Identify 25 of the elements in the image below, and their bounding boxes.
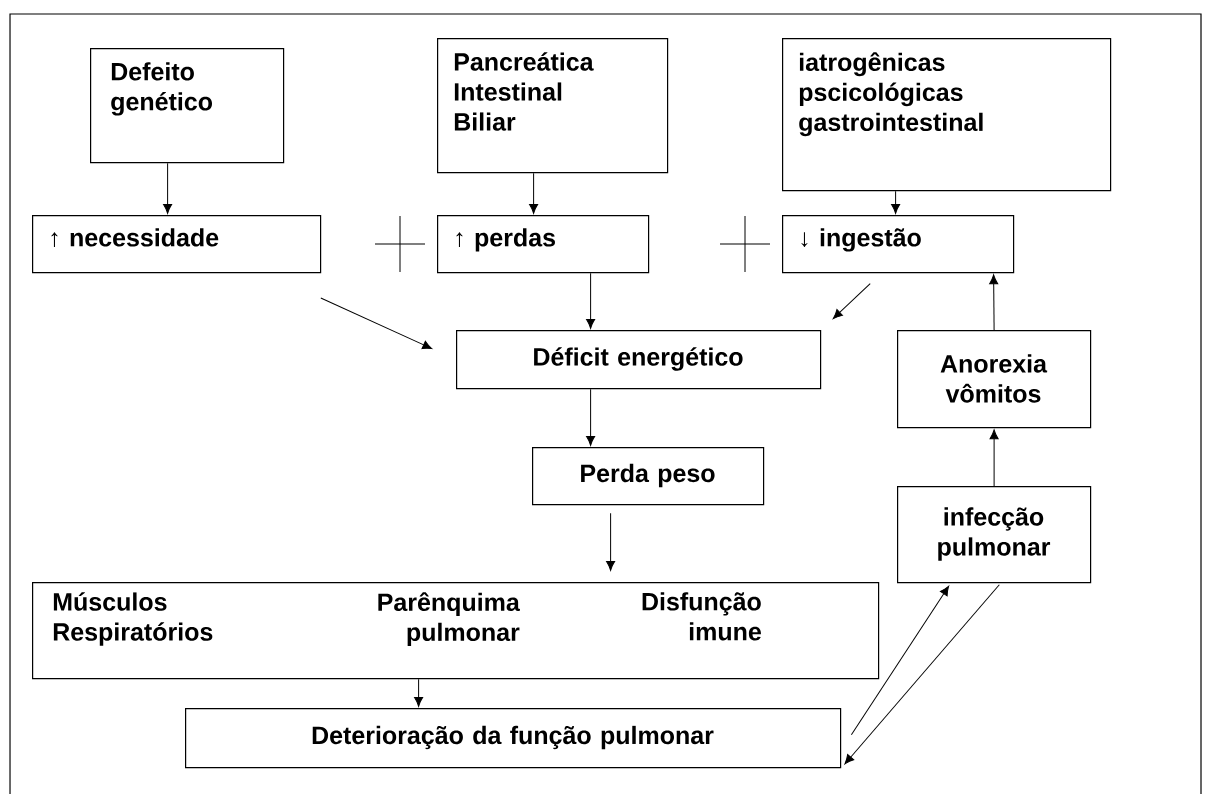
text-box: Músculos Respiratórios Parênquima pulmonar Disfunção imune <box>32 582 880 680</box>
text-box: Pancreática Intestinal Biliar <box>437 38 669 174</box>
text-box: ↑ necessidade <box>32 215 322 274</box>
text-box: ↑ perdas <box>437 215 650 274</box>
text-box: iatrogênicas pscicológicas gastrointestinal <box>782 38 1112 192</box>
text-box: Defeito genético <box>90 48 285 164</box>
arrow <box>891 190 901 214</box>
arrow <box>850 585 950 736</box>
text-box: Deterioração da função pulmonar <box>185 708 842 769</box>
arrow <box>586 388 596 446</box>
arrow <box>832 283 871 319</box>
text-box: Perda peso <box>532 447 765 506</box>
arrow <box>989 429 999 487</box>
arrow <box>163 162 173 214</box>
text-box: ↓ ingestão <box>782 215 1015 274</box>
arrow <box>320 297 433 350</box>
text-box: infecção pulmonar <box>897 486 1092 584</box>
arrow <box>414 678 424 707</box>
arrow <box>606 512 616 571</box>
text-box: Déficit energético <box>456 330 822 390</box>
arrow <box>586 272 596 329</box>
arrow <box>529 172 539 214</box>
arrow <box>989 274 999 331</box>
arrow <box>844 584 1000 765</box>
text-box: Anorexia vômitos <box>897 330 1092 429</box>
